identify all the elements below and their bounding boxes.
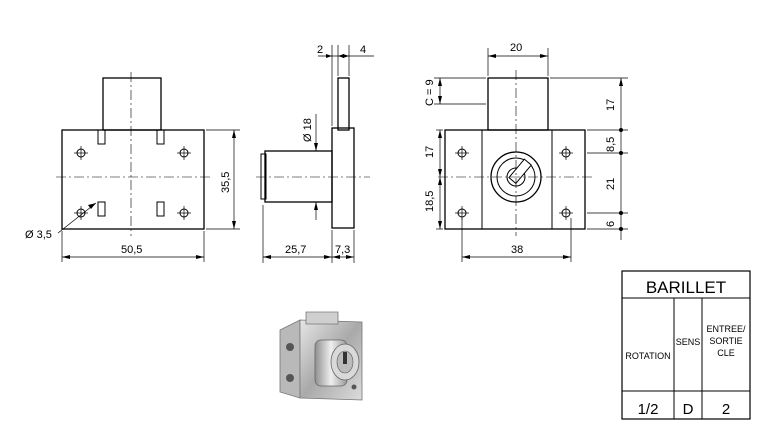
key-slot — [508, 158, 532, 185]
cylinder-length-label: 25,7 — [285, 244, 306, 256]
spec-value-sens: D — [683, 401, 694, 418]
front-bolt-outline — [102, 77, 162, 131]
right-height-17-label: 17 — [605, 99, 617, 111]
bolt-width-label: 20 — [510, 42, 522, 54]
rear-hole — [455, 206, 469, 220]
front-slot — [156, 201, 165, 217]
front-hole — [177, 146, 191, 160]
rear-view: 20 C = 9 17 18,5 17 8,5 21 6 — [424, 42, 628, 262]
front-hole — [177, 206, 191, 220]
hole-diameter-leader — [57, 202, 97, 234]
front-width-label: 50,5 — [121, 244, 142, 256]
spec-value-entree: 2 — [722, 401, 730, 418]
front-height-label: 35,5 — [220, 172, 232, 193]
rear-center-recess — [481, 129, 553, 230]
rear-bolt-outline — [487, 77, 549, 131]
top-gap-left-label: 2 — [317, 44, 323, 56]
spec-header-entree-line3: CLE — [717, 348, 735, 358]
lock-photo — [279, 311, 363, 401]
front-slot — [156, 129, 165, 145]
side-plate-outline — [331, 127, 355, 229]
right-height-8-5-label: 8,5 — [605, 137, 617, 152]
spec-table-title: BARILLET — [646, 278, 726, 297]
spec-header-rotation: ROTATION — [625, 351, 670, 361]
right-height-21-label: 21 — [605, 178, 617, 190]
side-cylinder-outline — [264, 150, 333, 203]
front-slot — [97, 129, 106, 145]
front-hole — [74, 206, 88, 220]
rear-hole — [455, 146, 469, 160]
c-value-label: C = 9 — [424, 79, 436, 106]
side-cylinder-cap — [260, 153, 267, 200]
spec-value-rotation: 1/2 — [638, 401, 659, 418]
spec-header-entree-line2: SORTIE — [709, 336, 742, 346]
cylinder-diameter-label: Ø 18 — [302, 118, 314, 142]
front-view: Ø 3,5 50,5 35,5 — [25, 72, 240, 262]
rear-hole — [559, 146, 573, 160]
front-hole — [74, 146, 88, 160]
left-height-18-5-label: 18,5 — [424, 191, 436, 212]
top-gap-right-label: 4 — [360, 44, 366, 56]
rear-hole — [559, 206, 573, 220]
side-view: 2 4 Ø 18 25,7 7,3 — [256, 44, 374, 263]
left-height-17-label: 17 — [424, 146, 436, 158]
spec-header-entree-line1: ENTREE/ — [706, 324, 746, 334]
spec-table: BARILLET ROTATION SENS ENTREE/ SORTIE CL… — [621, 270, 751, 420]
plate-thickness-label: 7,3 — [335, 244, 350, 256]
right-height-6-label: 6 — [605, 221, 617, 227]
side-bolt-outline — [337, 77, 350, 131]
hole-diameter-label: Ø 3,5 — [25, 229, 52, 241]
spec-header-sens: SENS — [676, 337, 701, 347]
front-slot — [97, 201, 106, 217]
rear-width-label: 38 — [511, 244, 523, 256]
front-plate-outline — [61, 129, 205, 230]
